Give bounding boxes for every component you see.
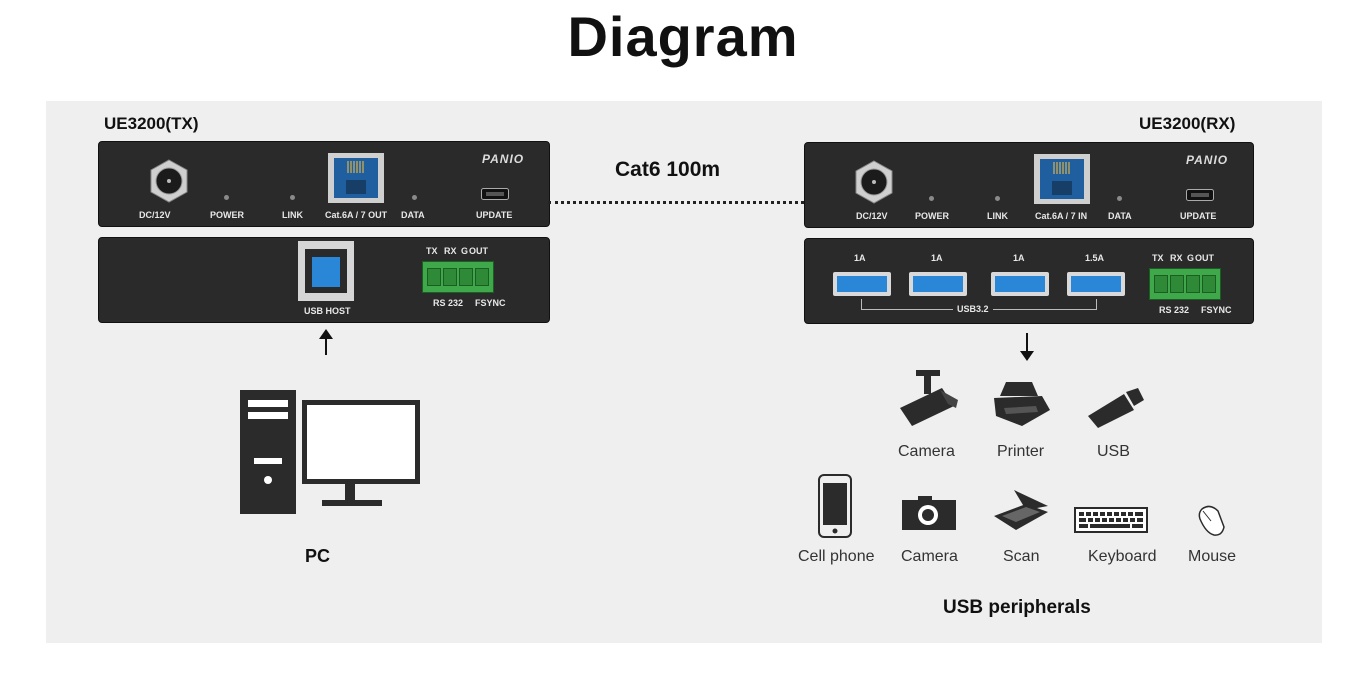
tx-label-data: DATA xyxy=(401,210,425,220)
rx-label-rs232: RS 232 xyxy=(1159,305,1190,315)
terminal-block-icon xyxy=(1149,268,1221,300)
peripheral-label-usb: USB xyxy=(1097,443,1130,460)
link-led xyxy=(290,195,295,200)
mouse-icon xyxy=(1196,503,1226,537)
rx-label-g: G xyxy=(1187,253,1195,263)
tx-label-update: UPDATE xyxy=(476,210,513,220)
printer-icon xyxy=(992,380,1052,428)
page-title: Diagram xyxy=(567,5,799,68)
usb-a-port-icon xyxy=(833,272,891,296)
rx-brand-logo: PANIO xyxy=(1186,153,1229,167)
arrow-up-icon xyxy=(314,329,338,355)
tx-rear-panel: USB HOST TX RX G OUT RS 232 FSYNC xyxy=(98,237,550,323)
tx-label-tx: TX xyxy=(426,246,438,256)
tx-label-g: G xyxy=(461,246,469,256)
rx-label-update: UPDATE xyxy=(1180,211,1217,221)
peripheral-label-camera-1: Camera xyxy=(898,443,955,460)
micro-usb-port-icon xyxy=(481,187,509,200)
usb-a-port-icon xyxy=(1067,272,1125,296)
usb-b-port-icon xyxy=(298,241,354,301)
tx-device-title: UE3200(TX) xyxy=(104,114,199,133)
usb-peripherals-caption: USB peripherals xyxy=(943,597,1091,618)
power-led xyxy=(224,195,229,200)
rx-label-cat: Cat.6A / 7 IN xyxy=(1035,211,1088,221)
terminal-block-icon xyxy=(422,261,494,293)
rx-label-port3: 1A xyxy=(1013,253,1025,263)
rx-label-fsync: FSYNC xyxy=(1201,305,1232,315)
rx-label-dc: DC/12V xyxy=(856,211,888,221)
scanner-icon xyxy=(992,488,1050,532)
usb-a-port-icon xyxy=(991,272,1049,296)
pc-label: PC xyxy=(305,546,331,566)
tx-label-power: POWER xyxy=(210,210,245,220)
tx-front-panel: PANIO DC/12V POWER LINK Cat.6A / 7 OUT D… xyxy=(98,141,550,227)
arrow-down-icon xyxy=(1015,333,1039,361)
peripheral-label-cell-phone: Cell phone xyxy=(798,548,875,565)
rx-label-usb-group: USB3.2 xyxy=(953,304,993,314)
peripheral-label-printer: Printer xyxy=(997,443,1045,460)
link-led xyxy=(995,196,1000,201)
tx-label-fsync: FSYNC xyxy=(475,298,506,308)
cell-phone-icon xyxy=(818,474,852,538)
rx-front-panel: PANIO DC/12V POWER LINK Cat.6A / 7 IN DA… xyxy=(804,142,1254,228)
peripheral-label-mouse: Mouse xyxy=(1188,548,1237,565)
rx-label-port4: 1.5A xyxy=(1085,253,1105,263)
security-camera-icon xyxy=(896,368,960,430)
rx-rear-panel: 1A 1A 1A 1.5A USB3.2 TX RX G OUT RS 232 … xyxy=(804,238,1254,324)
micro-usb-port-icon xyxy=(1186,188,1214,201)
tx-label-rx: RX xyxy=(444,246,457,256)
tx-label-link: LINK xyxy=(282,210,303,220)
power-led xyxy=(929,196,934,201)
rx-label-tx: TX xyxy=(1152,253,1164,263)
peripheral-label-camera-2: Camera xyxy=(901,548,958,565)
power-jack-icon xyxy=(147,159,191,203)
rx-label-power: POWER xyxy=(915,211,950,221)
rx-label-port2: 1A xyxy=(931,253,943,263)
tx-label-usb-host: USB HOST xyxy=(304,306,351,316)
tx-brand-logo: PANIO xyxy=(482,152,525,166)
desktop-pc-icon xyxy=(240,388,422,514)
photo-camera-icon xyxy=(900,496,958,532)
tx-label-cat: Cat.6A / 7 OUT xyxy=(325,210,388,220)
rx-label-port1: 1A xyxy=(854,253,866,263)
data-led xyxy=(412,195,417,200)
rx-label-link: LINK xyxy=(987,211,1008,221)
rx-label-rx: RX xyxy=(1170,253,1183,263)
cat6-link-label: Cat6 100m xyxy=(615,158,721,181)
rj45-port-icon xyxy=(328,153,384,203)
data-led xyxy=(1117,196,1122,201)
power-jack-icon xyxy=(852,160,896,204)
usb-a-port-icon xyxy=(909,272,967,296)
rx-label-data: DATA xyxy=(1108,211,1132,221)
usb-stick-icon xyxy=(1086,388,1146,428)
rx-label-out: OUT xyxy=(1195,253,1214,263)
peripheral-label-keyboard: Keyboard xyxy=(1088,548,1157,565)
peripheral-label-scan: Scan xyxy=(1003,548,1040,565)
keyboard-icon xyxy=(1074,507,1148,533)
rx-device-title: UE3200(RX) xyxy=(1139,114,1236,133)
tx-label-dc: DC/12V xyxy=(139,210,171,220)
rj45-port-icon xyxy=(1034,154,1090,204)
tx-label-rs232: RS 232 xyxy=(433,298,464,308)
tx-label-out: OUT xyxy=(469,246,488,256)
cat6-link-line xyxy=(548,201,804,204)
